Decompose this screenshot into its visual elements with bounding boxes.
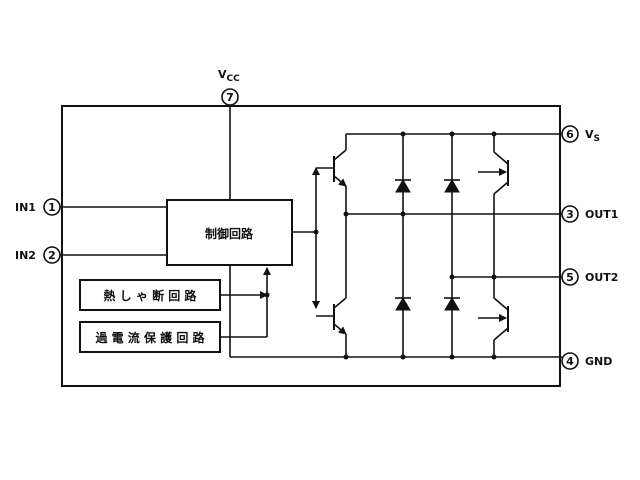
junction-dot (343, 354, 349, 360)
pin-3-circle (561, 205, 579, 223)
vcc-label: VCC (218, 68, 240, 84)
junction-dot (449, 354, 455, 360)
diode-column-right (444, 134, 460, 357)
pin-4-circle (561, 352, 579, 370)
out2-label: OUT2 (585, 271, 618, 284)
pin-5-circle (561, 268, 579, 286)
junction-dot (264, 292, 270, 298)
junction-dot (400, 211, 406, 217)
junction-dot (449, 274, 455, 280)
in2-label: IN2 (15, 249, 36, 262)
pin-7-number: 7 (226, 91, 234, 104)
transistor-upper-right (478, 134, 509, 277)
pin-5-number: 5 (566, 271, 574, 284)
ic-outline (61, 105, 561, 387)
in1-label: IN1 (15, 201, 36, 214)
junction-dot (491, 131, 497, 137)
transistor-lower-left (316, 214, 347, 357)
thermal-shutdown-label: 熱 し ゃ 断 回 路 (104, 288, 198, 303)
transistor-upper-left (316, 134, 347, 214)
gnd-label: GND (585, 355, 612, 368)
pin-6-circle (561, 125, 579, 143)
junction-dot (491, 354, 497, 360)
pin-3-number: 3 (566, 208, 574, 221)
junction-dot (449, 131, 455, 137)
junction-dot (400, 354, 406, 360)
pin-1-number: 1 (48, 201, 56, 214)
pin-4-number: 4 (566, 355, 574, 368)
pin-6-number: 6 (566, 128, 574, 141)
overcurrent-label: 過 電 流 保 護 回 路 (94, 330, 205, 345)
control-circuit-label: 制御回路 (205, 226, 254, 241)
out1-label: OUT1 (585, 208, 618, 221)
transistor-lower-right (478, 277, 509, 357)
junction-dot (343, 211, 349, 217)
thermal-shutdown-block (79, 279, 221, 311)
pin-2-number: 2 (48, 249, 56, 262)
junction-dot (491, 274, 497, 280)
diode-column-left (395, 134, 411, 357)
overcurrent-block (79, 321, 221, 353)
vs-label: VS (585, 128, 600, 144)
junction-dot (400, 131, 406, 137)
